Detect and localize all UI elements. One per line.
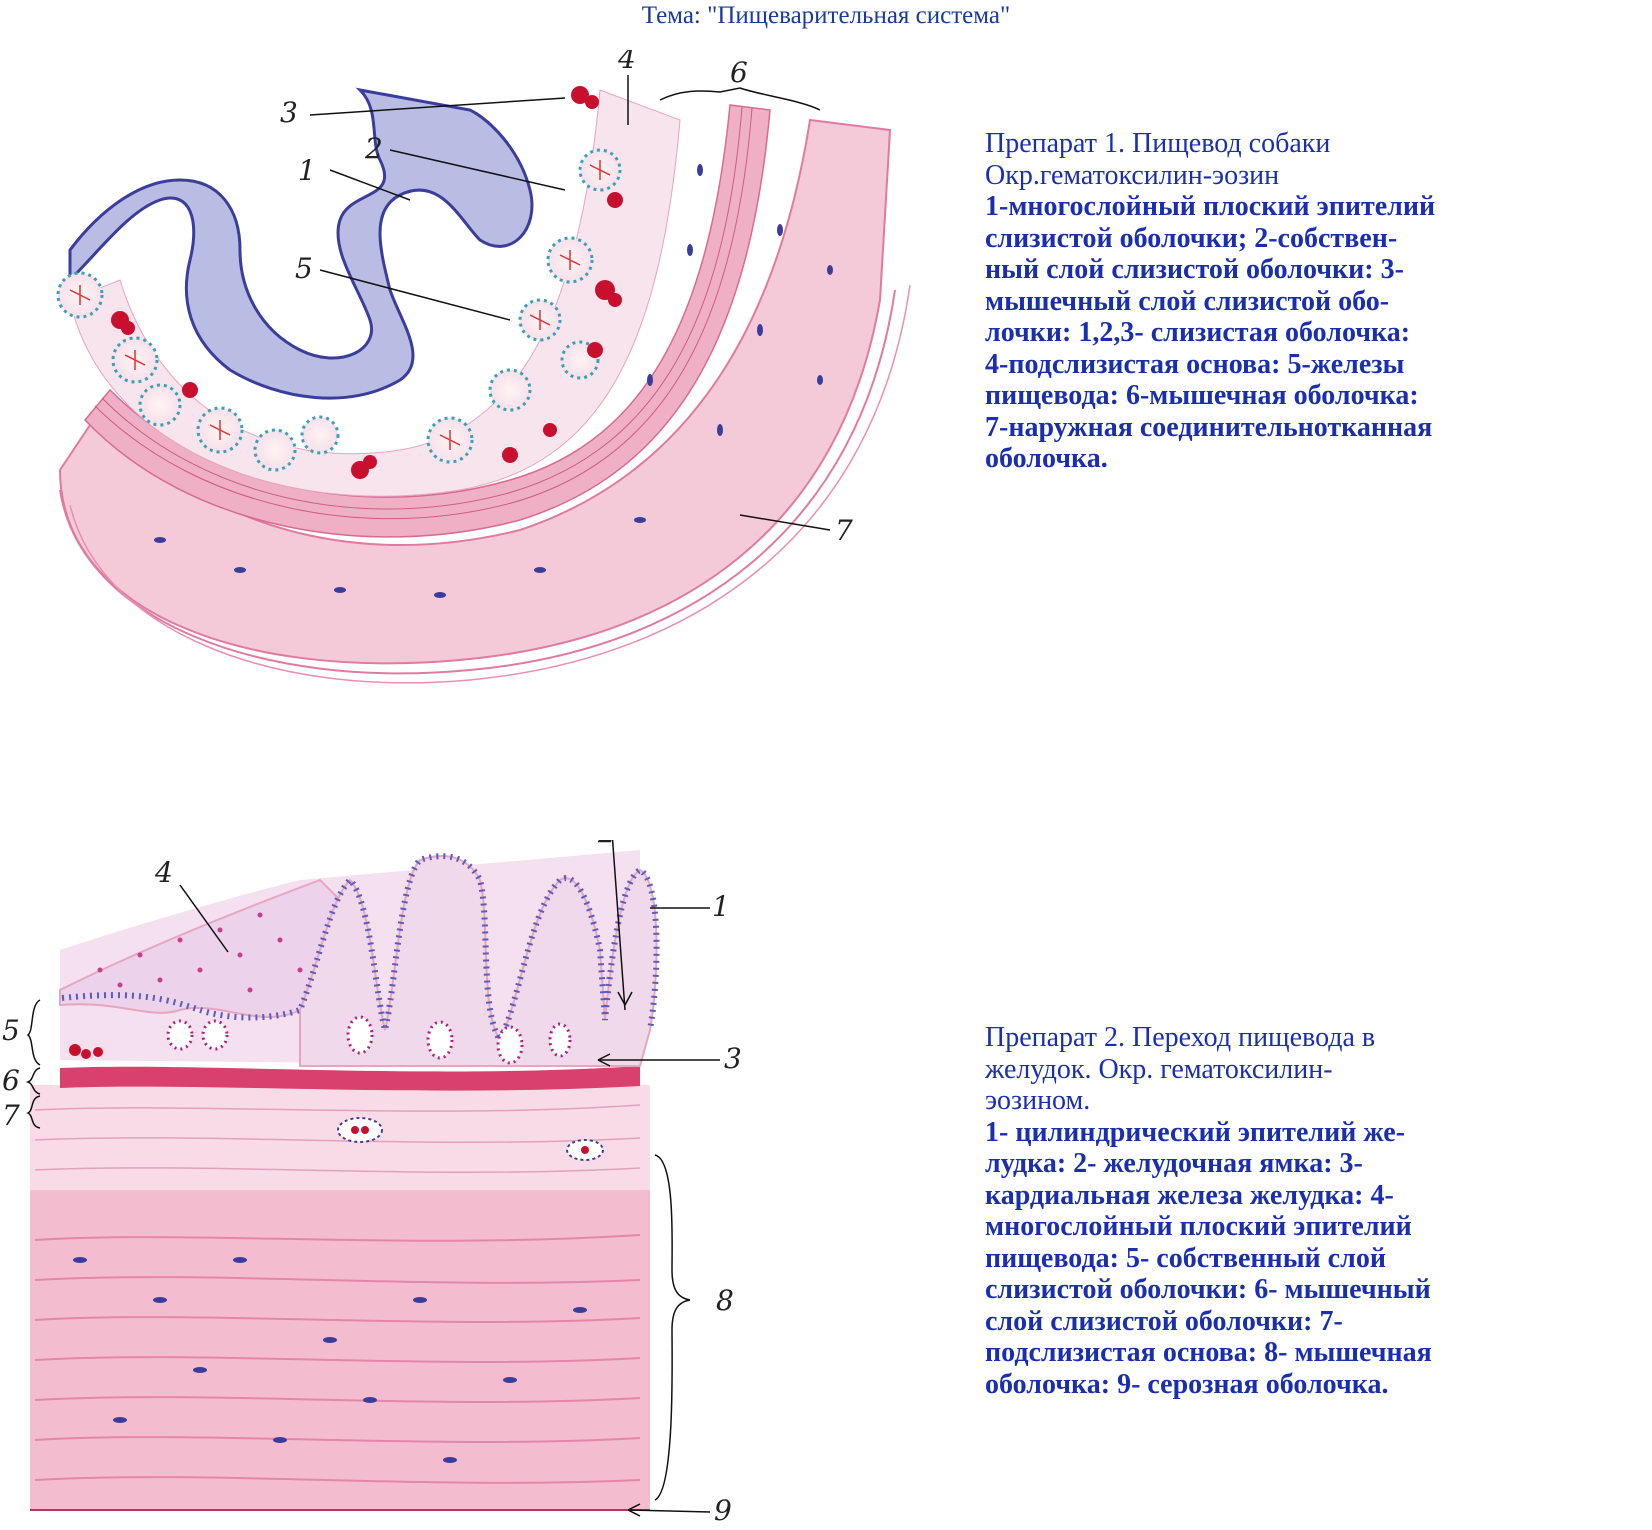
caption-line: оболочка: 9- серозная оболочка. <box>985 1368 1389 1400</box>
caption-line: мышечный слой слизистой обо- <box>985 285 1390 317</box>
label-1: 1 <box>298 154 316 187</box>
muscular-coat <box>58 118 892 665</box>
label-9: 9 <box>714 1494 732 1527</box>
label-4: 4 <box>154 856 173 889</box>
caption-line: лочки: 1,2,3- слизистая оболочка: <box>985 317 1411 348</box>
muscular-coat <box>30 1190 650 1510</box>
preparation-2-caption: Препарат 2. Переход пищевода в желудок. … <box>985 1022 1645 1400</box>
label-2: 2 <box>364 132 383 165</box>
caption-line: пищевода: 6-мышечная оболочка: <box>985 380 1419 411</box>
caption-line: слой слизистой оболочки: 7- <box>985 1305 1343 1337</box>
caption-line: многослойный плоский эпителий <box>985 1211 1412 1242</box>
label-5: 5 <box>295 252 313 285</box>
caption-line: лудка: 2- желудочная ямка: 3- <box>985 1148 1363 1179</box>
label-6: 6 <box>2 1064 20 1097</box>
transition-drawing: 4 1 2 3 8 9 5 6 7 <box>2 840 742 1527</box>
page-title: Тема: "Пищеварительная система" <box>641 2 1011 29</box>
caption-line: слизистой оболочки: 6- мышечный <box>985 1274 1431 1305</box>
label-2: 2 <box>597 840 616 849</box>
label-6: 6 <box>730 56 748 89</box>
caption-line: 1-многослойный плоский эпителий <box>985 191 1436 222</box>
caption-line: ный слой слизистой оболочки: 3- <box>985 254 1404 285</box>
label-3: 3 <box>280 96 298 129</box>
caption-line: 1- цилиндрический эпителий же- <box>985 1116 1406 1148</box>
label-7: 7 <box>835 514 853 547</box>
caption-line: оболочка. <box>985 443 1108 474</box>
caption-line: желудок. Окр. гематоксилин- <box>985 1053 1333 1085</box>
preparation-1-caption: Препарат 1. Пищевод собаки Окр.гематокси… <box>985 128 1645 475</box>
caption-line: слизистой оболочки; 2-собствен- <box>985 222 1398 254</box>
caption-line: пищевода: 5- собственный слой <box>985 1242 1386 1274</box>
label-1: 1 <box>712 890 730 923</box>
caption-line: Препарат 1. Пищевод собаки <box>985 128 1331 159</box>
esophagus-drawing: 3 2 1 5 4 6 7 <box>56 50 911 684</box>
caption-line: эозином. <box>985 1085 1091 1116</box>
label-8: 8 <box>716 1284 734 1317</box>
label-5: 5 <box>2 1014 20 1047</box>
caption-line: подслизистая основа: 8- мышечная <box>985 1337 1432 1368</box>
label-4: 4 <box>617 50 636 75</box>
muscularis-mucosae <box>60 1066 640 1091</box>
label-3: 3 <box>724 1042 742 1075</box>
label-7: 7 <box>2 1099 20 1132</box>
caption-line: Препарат 2. Переход пищевода в <box>985 1022 1376 1053</box>
caption-line: Окр.гематоксилин-эозин <box>985 159 1280 191</box>
caption-line: 7-наружная соединительнотканная <box>985 411 1433 443</box>
epithelium <box>68 87 534 400</box>
caption-line: 4-подслизистая основа: 5-железы <box>985 348 1405 380</box>
caption-line: кардиальная железа желудка: 4- <box>985 1179 1394 1211</box>
